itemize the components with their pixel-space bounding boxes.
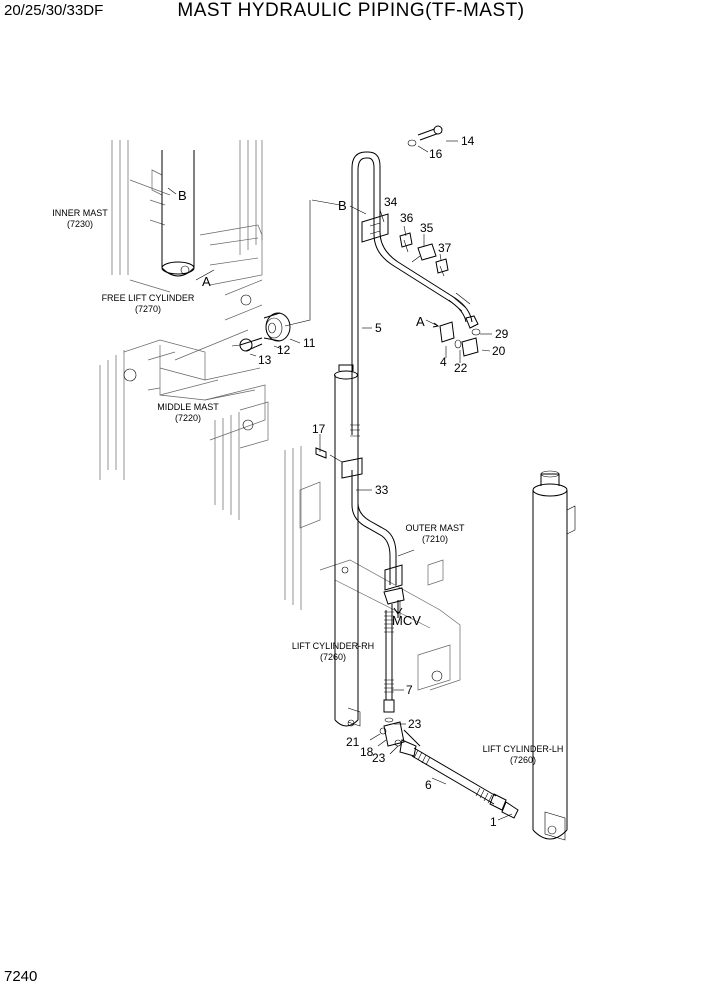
outer-mast-label: OUTER MAST [405, 523, 465, 533]
part-number-21: 21 [346, 735, 360, 749]
part-number-7: 7 [406, 683, 413, 697]
part-number-4: 4 [440, 355, 447, 369]
lift-cylinder-lh-label: LIFT CYLINDER-LH [483, 744, 564, 754]
part-number-23-upper: 23 [408, 717, 422, 731]
middle-mast-label: MIDDLE MAST [157, 402, 219, 412]
page-number: 7240 [4, 968, 38, 985]
clamp-fittings [361, 213, 449, 277]
leader-lines [167, 140, 513, 821]
lift-cylinder-rh-label: LIFT CYLINDER-RH [292, 641, 374, 651]
inner-mast-code: (7230) [67, 219, 93, 229]
lift-cylinder-lh-code: (7260) [510, 755, 536, 765]
hose-6 [411, 747, 519, 819]
page-title: MAST HYDRAULIC PIPING(TF-MAST) [177, 0, 525, 21]
part-number-18: 18 [360, 745, 374, 759]
inner-mast-label: INNER MAST [52, 208, 108, 218]
marker-b-inner: B [178, 188, 187, 203]
part-number-35: 35 [420, 221, 434, 235]
mcv-label: MCV [392, 613, 421, 628]
part-number-29: 29 [495, 327, 509, 341]
part-number-36: 36 [400, 211, 414, 225]
middle-mast-drawing [99, 329, 269, 520]
middle-mast-code: (7220) [175, 413, 201, 423]
pipe-5 [350, 151, 479, 437]
return-fittings [425, 319, 481, 357]
hose-7 [383, 610, 395, 723]
part-number-34: 34 [384, 195, 398, 209]
part-number-1: 1 [490, 815, 497, 829]
part-number-14: 14 [461, 134, 475, 148]
lift-cylinder-lh-drawing [532, 470, 576, 841]
sheave-assembly [231, 312, 291, 352]
outer-mast-drawing [284, 446, 461, 691]
pipe-33 [329, 454, 415, 618]
part-number-13: 13 [258, 353, 272, 367]
part-number-23-lower: 23 [372, 751, 386, 765]
bolts [315, 125, 443, 459]
part-number-33: 33 [375, 483, 389, 497]
marker-b-pipe: B [338, 198, 347, 213]
marker-a-fitting: A [416, 314, 425, 329]
mcv-arrow-icon [393, 600, 403, 615]
part-number-16: 16 [429, 147, 443, 161]
part-number-11: 11 [303, 336, 316, 350]
outer-mast-code: (7210) [422, 534, 448, 544]
part-number-12: 12 [277, 343, 291, 357]
part-number-17: 17 [312, 422, 326, 436]
assembly-labels: INNER MAST (7230) FREE LIFT CYLINDER (72… [52, 208, 563, 765]
part-number-6: 6 [425, 778, 432, 792]
reference-markers: B A B A MCV [178, 188, 425, 628]
free-lift-cylinder-label: FREE LIFT CYLINDER [102, 293, 195, 303]
marker-a-inner: A [202, 274, 211, 289]
lift-cylinder-rh-code: (7260) [320, 652, 346, 662]
part-number-37: 37 [438, 241, 452, 255]
free-lift-cylinder-code: (7270) [135, 304, 161, 314]
part-number-labels: 14 16 34 36 35 37 5 29 20 4 22 11 12 13 … [258, 134, 509, 829]
lift-cylinder-rh-drawing [334, 364, 361, 727]
model-code: 20/25/30/33DF [4, 2, 104, 19]
part-number-20: 20 [492, 344, 506, 358]
part-number-5: 5 [375, 321, 382, 335]
inner-mast-drawing [111, 140, 263, 321]
part-number-22: 22 [454, 361, 468, 375]
